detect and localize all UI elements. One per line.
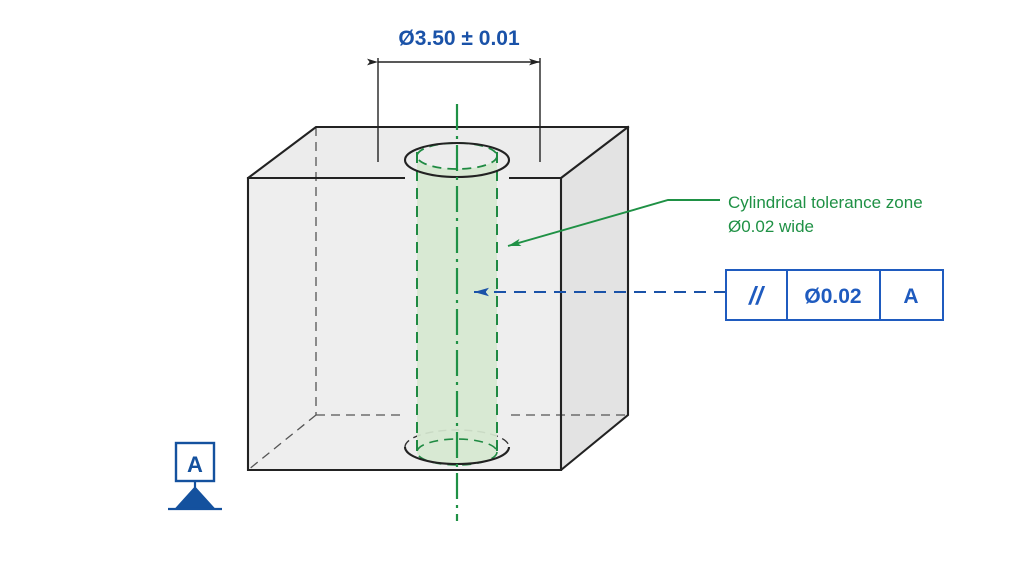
datum-triangle-icon <box>174 486 216 509</box>
cube-right-face <box>561 127 628 470</box>
fcf-outer-box[interactable] <box>725 269 944 321</box>
dimension-label: Ø3.50 ± 0.01 <box>398 27 520 50</box>
tolerance-zone-annotation-line1: Cylindrical tolerance zone <box>728 193 923 212</box>
tolerance-zone-edges <box>416 152 498 456</box>
tolerance-zone-annotation: Cylindrical tolerance zone Ø0.02 wide <box>507 193 923 247</box>
datum-letter: A <box>187 452 203 477</box>
feature-control-frame[interactable]: // Ø0.02 A <box>725 269 944 321</box>
tolerance-value: Ø0.02 <box>804 285 861 308</box>
parallelism-symbol: // <box>748 282 766 310</box>
cube-front-face <box>248 178 561 470</box>
tolerance-zone-annotation-line2: Ø0.02 wide <box>728 217 814 236</box>
tolerance-zone-top-ellipse <box>416 142 498 170</box>
bore-diameter-dimension: Ø3.50 ± 0.01 <box>367 27 541 162</box>
datum-box[interactable] <box>174 441 216 483</box>
tolerance-zone-leader-line <box>507 199 720 247</box>
datum-feature-symbol[interactable]: A <box>168 441 222 511</box>
cube-top-face <box>248 127 628 178</box>
tolerance-zone-bottom-ellipse <box>416 438 498 466</box>
datum-reference: A <box>903 285 918 308</box>
